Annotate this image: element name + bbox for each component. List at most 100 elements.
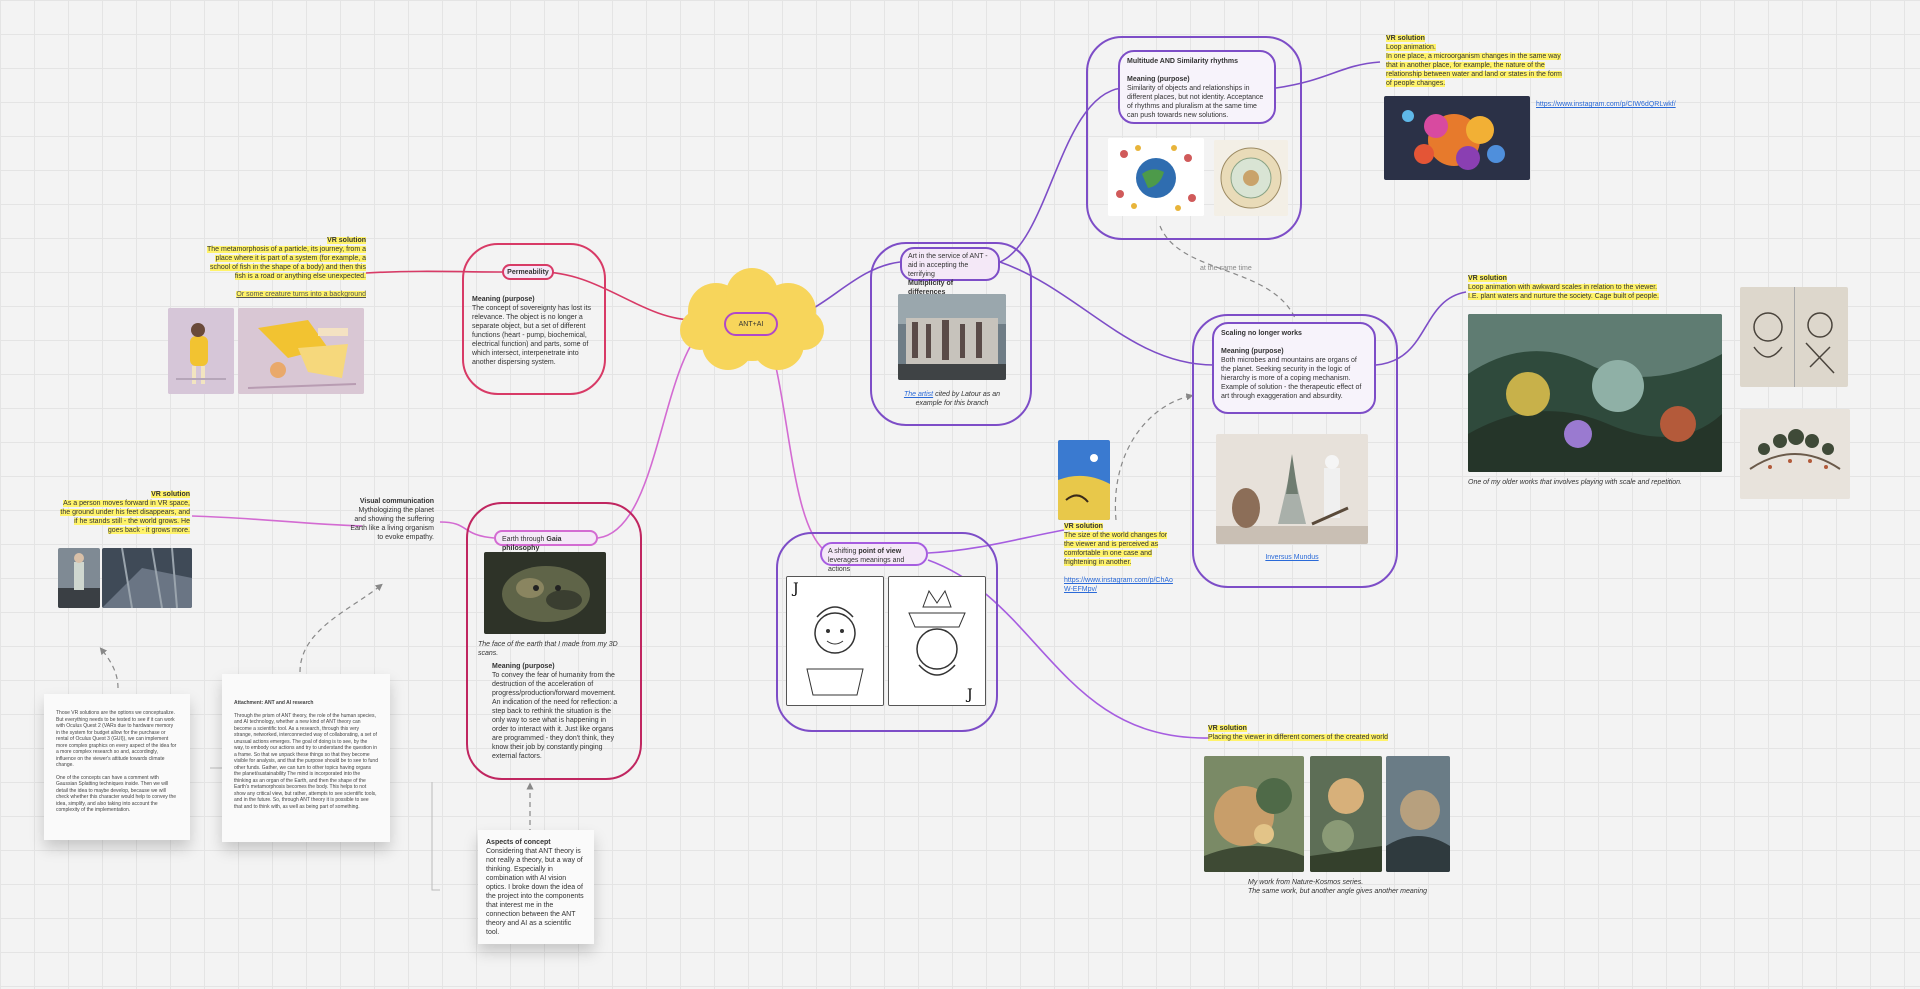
vr-earth-image-1 — [58, 548, 100, 608]
connector-note2-visual — [299, 583, 383, 673]
art-ant-caption-text: cited by Latour as an example for this b… — [915, 391, 1001, 407]
aspects-title: Aspects of concept — [486, 839, 551, 846]
vr-corners-note: VR solution Placing the viewer in differ… — [1208, 724, 1468, 742]
connector-visual-vrearth — [191, 515, 363, 527]
art-ant-caption: The artist cited by Latour as an example… — [900, 390, 1004, 408]
scaling-meaning-title: Meaning (purpose) — [1221, 348, 1284, 355]
pov-frame[interactable] — [776, 532, 998, 732]
permeability-image-2 — [238, 308, 364, 394]
vr-scales-note: VR solution Loop animation with awkward … — [1468, 274, 1718, 301]
permeability-image-1 — [168, 308, 234, 394]
vr-corners-caption-1: My work from Nature-Kosmos series. — [1248, 879, 1364, 886]
note-card-2[interactable]: Attachment: ANT and AI research Through … — [222, 674, 390, 842]
vr-permeability-text: The metamorphosis of a particle, its jou… — [207, 246, 366, 280]
art-ant-line1: Art in the service of ANT - — [908, 253, 988, 260]
permeability-meaning-title: Meaning (purpose) — [472, 296, 535, 303]
scaling-node[interactable]: Scaling no longer works Meaning (purpose… — [1212, 322, 1376, 414]
vr-world-text: The size of the world changes for the vi… — [1064, 532, 1168, 566]
vr-permeability-link[interactable]: Or some creature turns into a background — [236, 291, 366, 298]
gaia-meaning: Meaning (purpose) To convey the fear of … — [492, 662, 620, 761]
vr-world-note: VR solution The size of the world change… — [1064, 522, 1174, 594]
connector-gray-aspects — [210, 767, 440, 891]
vr-loop-title: VR solution — [1386, 35, 1425, 42]
pov-card-1: J — [786, 576, 884, 706]
aspects-card[interactable]: Aspects of concept Considering that ANT … — [478, 830, 594, 944]
vr-loop-image — [1384, 96, 1530, 180]
permeability-meaning: Meaning (purpose) The concept of soverei… — [472, 295, 598, 367]
gaia-caption: The face of the earth that I made from m… — [478, 641, 618, 657]
connector-same-time — [1159, 225, 1296, 319]
scales-engraving-1 — [1740, 287, 1848, 387]
multitude-meaning-text: Similarity of objects and relationships … — [1127, 85, 1264, 119]
vr-corners-text: Placing the viewer in different corners … — [1208, 734, 1389, 741]
gaia-meaning-text: To convey the fear of humanity from the … — [492, 672, 618, 760]
multitude-frame[interactable] — [1086, 36, 1302, 240]
visual-comm-note: Visual communication Mythologizing the p… — [350, 497, 434, 542]
gaia-prefix: Earth through — [502, 536, 547, 543]
gaia-node[interactable]: Earth through Gaia philosophy — [494, 530, 598, 552]
connector-art-scaling — [999, 261, 1215, 366]
note2-text: Through the prism of ANT theory, the rol… — [234, 712, 378, 810]
vr-scales-caption: One of my older works that involves play… — [1468, 479, 1682, 486]
connector-permeability-center — [535, 271, 696, 321]
art-ant-image — [898, 294, 1006, 380]
pov-node[interactable]: A shifting point of view leverages meani… — [820, 542, 928, 573]
art-ant-frame[interactable] — [870, 242, 1032, 426]
vr-world-link[interactable]: https://www.instagram.com/p/ChAoW-EFMpv/ — [1064, 577, 1173, 593]
vr-loop-note: VR solution Loop animation. In one place… — [1386, 34, 1562, 88]
note-card-1[interactable]: Those VR solutions are the options we co… — [44, 694, 190, 840]
permeability-frame[interactable] — [462, 243, 606, 395]
vr-scales-title: VR solution — [1468, 275, 1507, 282]
connector-multitude-vr — [1275, 61, 1381, 89]
art-ant-caption-link[interactable]: The artist — [903, 391, 934, 398]
note2-title: Attachment: ANT and AI research — [234, 700, 314, 706]
vr-loop-text: In one place, a microorganism changes in… — [1386, 53, 1562, 87]
scaling-frame[interactable] — [1192, 314, 1398, 588]
pov-line2: leverages meanings and actions — [828, 557, 905, 573]
vr-corners-image-1 — [1204, 756, 1304, 872]
note1-text2: One of the concepts can have a comment w… — [56, 774, 177, 814]
vr-corners-captions: My work from Nature-Kosmos series. The s… — [1248, 878, 1468, 896]
multitude-meaning-title: Meaning (purpose) — [1127, 76, 1190, 83]
scaling-title: Scaling no longer works — [1221, 330, 1302, 337]
multitude-title: Multitude AND Similarity rhythms — [1127, 58, 1238, 65]
visual-comm-text: Mythologizing the planet and showing the… — [350, 507, 434, 541]
permeability-meaning-text: The concept of sovereignty has lost its … — [472, 305, 592, 366]
vr-earth-note: VR solution As a person moves forward in… — [60, 490, 190, 535]
vr-corners-caption-2: The same work, but another angle gives a… — [1248, 888, 1427, 895]
same-time-label: at the same time — [1200, 265, 1252, 272]
center-label: ANT+AI — [738, 321, 764, 328]
art-ant-node[interactable]: Art in the service of ANT - aid in accep… — [900, 247, 1000, 296]
scaling-meaning-text: Both microbes and mountains are organs o… — [1221, 357, 1362, 400]
vr-corners-image-2 — [1310, 756, 1382, 872]
permeability-title[interactable]: Permeability — [502, 264, 554, 280]
center-node[interactable]: ANT+AI — [724, 312, 778, 336]
connector-pov-vrworld — [927, 529, 1065, 554]
multitude-node[interactable]: Multitude AND Similarity rhythms Meaning… — [1118, 50, 1276, 124]
gaia-bold: Gaia philosophy — [502, 536, 562, 552]
art-ant-line3: Multiplicity of differences — [908, 280, 954, 296]
gaia-meaning-title: Meaning (purpose) — [492, 663, 555, 670]
vr-earth-image-2 — [102, 548, 192, 608]
pov-line1-bold: point of view — [858, 548, 902, 555]
vr-loop-link-wrap: https://www.instagram.com/p/CIW6dQRLwkf/ — [1536, 100, 1776, 109]
aspects-text: Considering that ANT theory is not reall… — [486, 848, 584, 936]
connector-note1-vr — [99, 647, 119, 689]
gaia-image — [484, 552, 606, 634]
scaling-link-wrap: Inversus Mundus — [1216, 553, 1368, 562]
pov-line1-plain: A shifting — [828, 548, 859, 555]
vr-corners-image-3 — [1386, 756, 1450, 872]
vr-loop-link[interactable]: https://www.instagram.com/p/CIW6dQRLwkf/ — [1536, 101, 1676, 108]
vr-corners-title: VR solution — [1208, 725, 1247, 732]
multitude-image-2 — [1214, 140, 1288, 216]
connector-vrworld-scaling — [1114, 393, 1194, 521]
pov-card-2: J — [888, 576, 986, 706]
scaling-link[interactable]: Inversus Mundus — [1265, 554, 1319, 561]
vr-permeability-note: VR solution The metamorphosis of a parti… — [198, 236, 366, 299]
vr-world-image — [1058, 440, 1110, 520]
vr-permeability-title: VR solution — [327, 237, 366, 244]
gaia-frame[interactable] — [466, 502, 642, 780]
note1-text: Those VR solutions are the options we co… — [56, 710, 177, 768]
svg-text:J: J — [965, 687, 973, 703]
